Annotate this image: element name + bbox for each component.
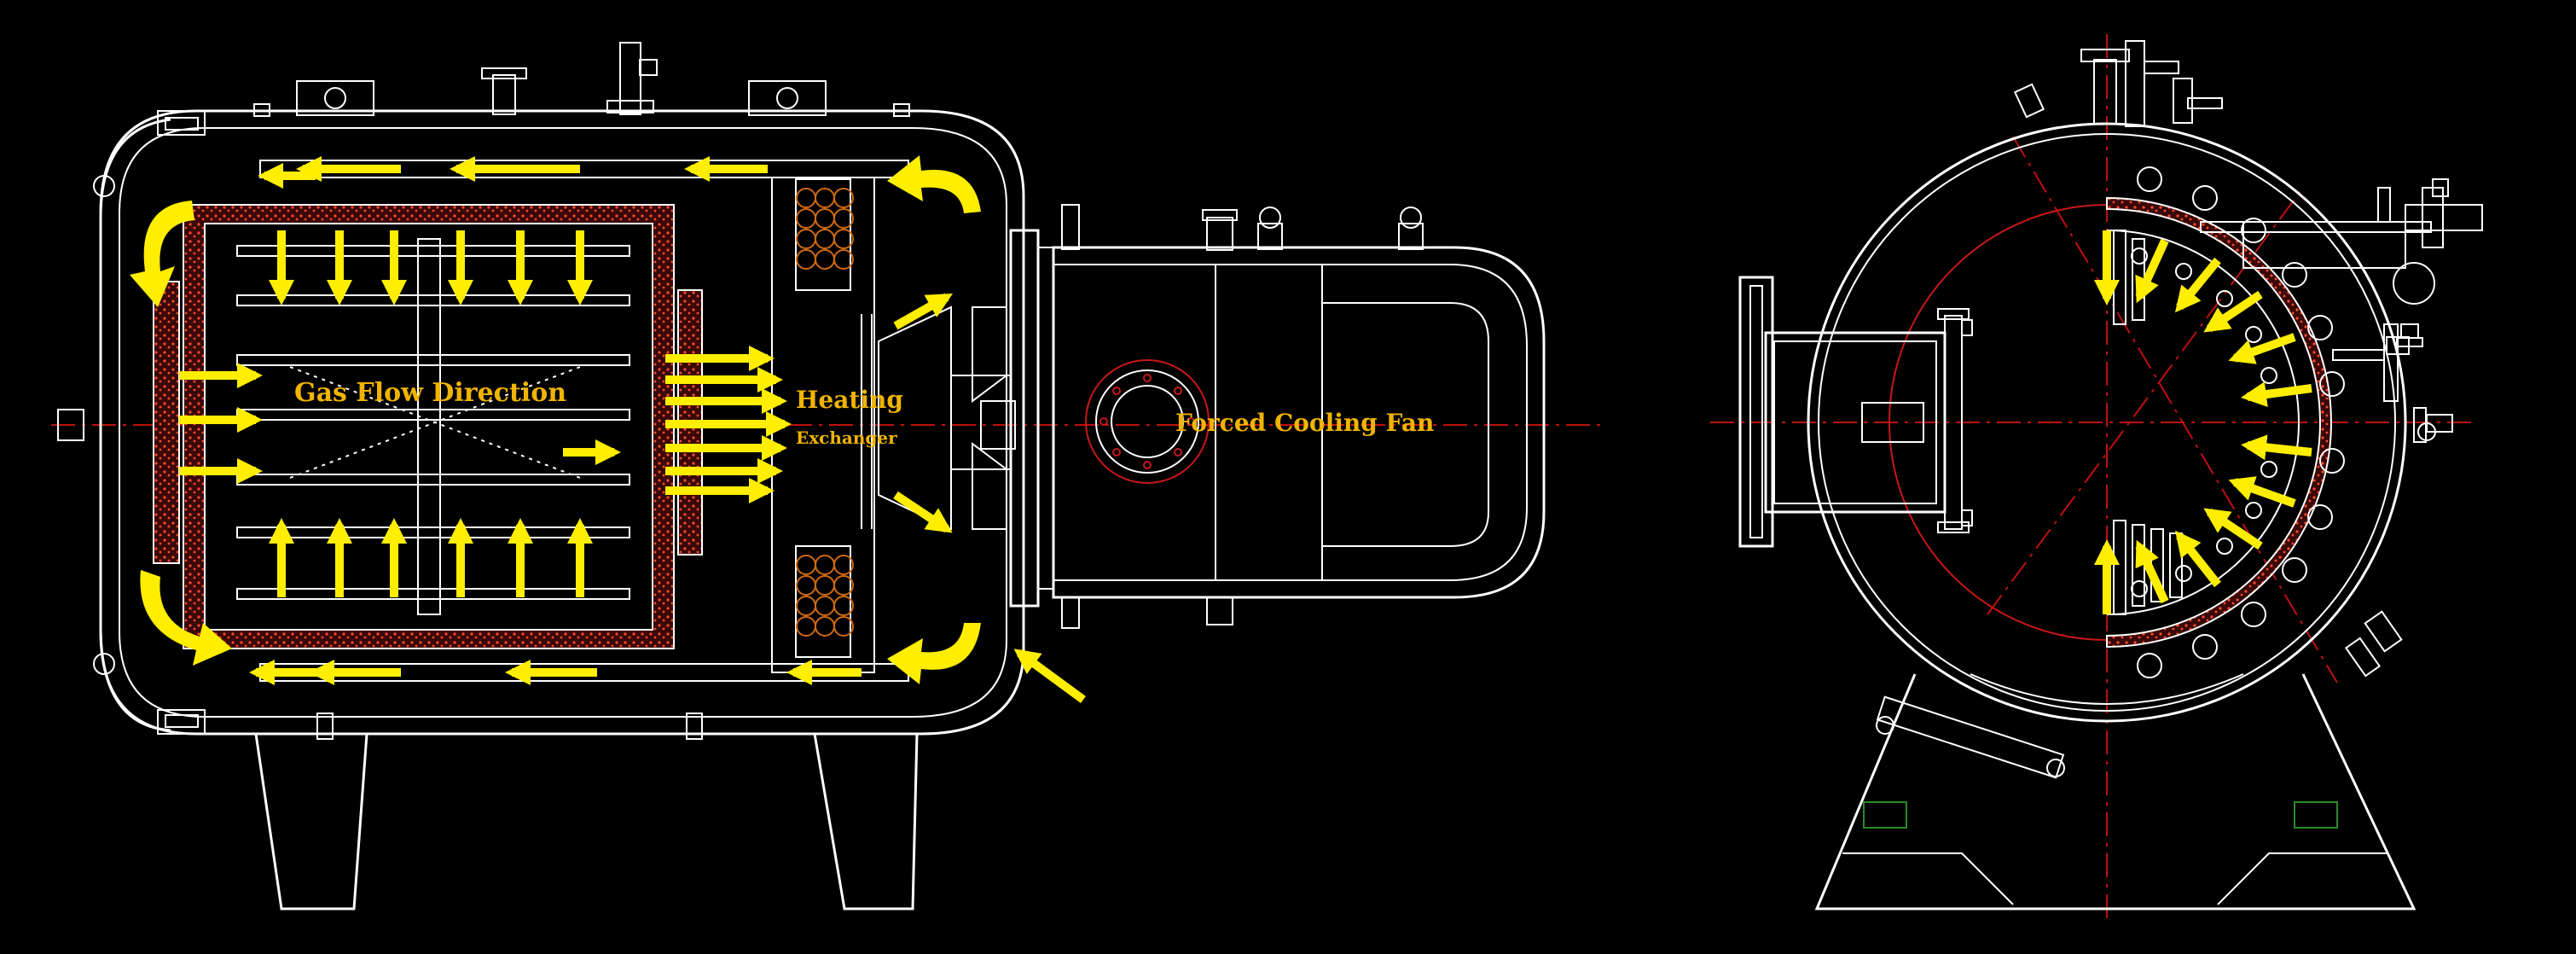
door-head — [99, 118, 171, 732]
top-nozzle-2-flange — [481, 67, 527, 79]
front-heater-ring — [2106, 230, 2300, 615]
label-forced-cooling-fan: Forced Cooling Fan — [1175, 409, 1434, 437]
door-hinge-bottom-inner — [165, 714, 199, 728]
door-handle — [57, 409, 84, 441]
fan-housing — [1052, 204, 1546, 629]
front-insulation-ring — [2106, 196, 2332, 649]
front-flow-arrows — [2094, 230, 2312, 614]
top-nozzle-2 — [492, 74, 516, 115]
side-view — [51, 42, 1604, 910]
door-lug-bottom — [93, 653, 115, 675]
top-nozzle-3-flange — [606, 100, 654, 113]
label-heating: Heating — [796, 386, 903, 414]
vessel-inner-shell — [119, 127, 1007, 718]
label-exchanger: Exchanger — [796, 428, 897, 448]
front-side-nozzles — [2200, 178, 2483, 678]
label-gas-flow-direction: Gas Flow Direction — [294, 378, 566, 408]
rear-flange-inner — [1037, 247, 1054, 590]
hot-zone-chamber — [204, 223, 653, 631]
door-hinge-top — [157, 110, 206, 136]
front-shell-inner — [1818, 133, 2396, 712]
top-nozzle-1-eye — [324, 87, 346, 109]
side-legs — [254, 713, 919, 910]
top-nozzle-4 — [748, 80, 827, 116]
front-heater-terminals — [2131, 166, 2345, 678]
gas-flow-arrows — [179, 156, 1086, 704]
front-view — [1710, 34, 2483, 922]
heating-elements — [236, 238, 630, 615]
heat-exchanger — [771, 177, 875, 673]
curved-flow-arrows — [130, 155, 981, 684]
front-door — [1738, 276, 1973, 548]
fan-flange — [1085, 359, 1210, 484]
top-nozzle-5 — [893, 103, 910, 117]
door-insulation-plug — [153, 281, 180, 564]
door-lug-top — [93, 175, 115, 197]
front-top-nozzles — [2013, 40, 2223, 127]
top-nozzle-1 — [296, 80, 374, 116]
top-nozzle-6 — [253, 103, 270, 117]
door-hinge-bottom — [157, 709, 206, 735]
front-diag-centerline-1 — [2012, 136, 2338, 684]
top-nozzle-3 — [619, 42, 641, 115]
door-hinge-top-inner — [165, 117, 199, 131]
top-nozzle-4-eye — [776, 87, 798, 109]
front-saddle — [1814, 673, 2416, 910]
top-nozzle-3-valve — [639, 59, 658, 76]
